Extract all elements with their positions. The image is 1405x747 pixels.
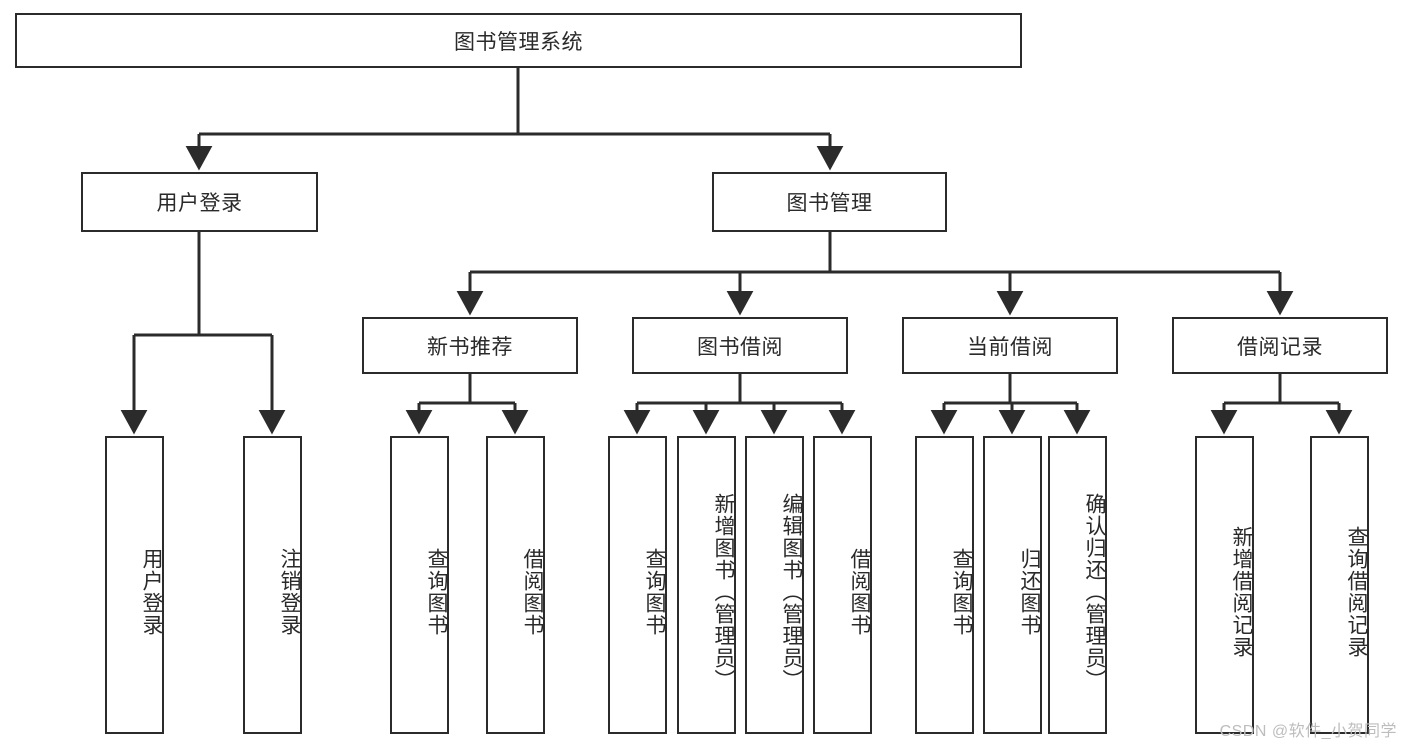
node-book-manage[interactable]: 图书管理 <box>712 172 947 232</box>
leaf-user-login[interactable]: 用户登录 <box>105 436 164 734</box>
leaf-logout-label: 注销登录 <box>278 548 301 636</box>
leaf-query-book-bb[interactable]: 查询图书 <box>608 436 667 734</box>
node-book-borrow[interactable]: 图书借阅 <box>632 317 848 374</box>
leaf-user-login-label: 用户登录 <box>140 548 163 636</box>
node-user-login-label: 用户登录 <box>156 192 243 215</box>
leaf-query-book-bb-label: 查询图书 <box>643 548 666 636</box>
node-book-manage-label: 图书管理 <box>786 192 873 215</box>
leaf-query-book-cb[interactable]: 查询图书 <box>915 436 974 734</box>
node-new-book-recommend-label: 新书推荐 <box>427 335 513 359</box>
node-book-borrow-label: 图书借阅 <box>697 335 783 359</box>
leaf-confirm-return-admin[interactable]: 确认归还（管理员） <box>1048 436 1107 734</box>
leaf-query-book-cb-label: 查询图书 <box>950 548 973 636</box>
node-user-login[interactable]: 用户登录 <box>81 172 318 232</box>
node-borrow-record-label: 借阅记录 <box>1237 335 1323 359</box>
leaf-return-book[interactable]: 归还图书 <box>983 436 1042 734</box>
leaf-add-borrow-record-label: 新增借阅记录 <box>1230 526 1253 658</box>
leaf-borrow-book-bb[interactable]: 借阅图书 <box>813 436 872 734</box>
watermark: CSDN @软件_小贺同学 <box>1219 723 1397 740</box>
leaf-borrow-book-nbr[interactable]: 借阅图书 <box>486 436 545 734</box>
node-current-borrow-label: 当前借阅 <box>967 335 1053 359</box>
leaf-query-borrow-record-label: 查询借阅记录 <box>1345 526 1368 658</box>
leaf-add-book-admin[interactable]: 新增图书（管理员） <box>677 436 736 734</box>
leaf-query-book-nbr-label: 查询图书 <box>425 548 448 636</box>
leaf-return-book-label: 归还图书 <box>1018 548 1041 636</box>
node-root[interactable]: 图书管理系统 <box>15 13 1022 68</box>
leaf-borrow-book-bb-label: 借阅图书 <box>848 548 871 636</box>
leaf-borrow-book-nbr-label: 借阅图书 <box>521 548 544 636</box>
leaf-confirm-return-admin-label: 确认归还（管理员） <box>1083 493 1106 691</box>
leaf-add-borrow-record[interactable]: 新增借阅记录 <box>1195 436 1254 734</box>
node-borrow-record[interactable]: 借阅记录 <box>1172 317 1388 374</box>
leaf-logout[interactable]: 注销登录 <box>243 436 302 734</box>
leaf-query-book-nbr[interactable]: 查询图书 <box>390 436 449 734</box>
leaf-edit-book-admin[interactable]: 编辑图书（管理员） <box>745 436 804 734</box>
node-current-borrow[interactable]: 当前借阅 <box>902 317 1118 374</box>
leaf-edit-book-admin-label: 编辑图书（管理员） <box>780 493 803 691</box>
node-root-label: 图书管理系统 <box>454 30 583 54</box>
leaf-add-book-admin-label: 新增图书（管理员） <box>712 493 735 691</box>
leaf-query-borrow-record[interactable]: 查询借阅记录 <box>1310 436 1369 734</box>
node-new-book-recommend[interactable]: 新书推荐 <box>362 317 578 374</box>
